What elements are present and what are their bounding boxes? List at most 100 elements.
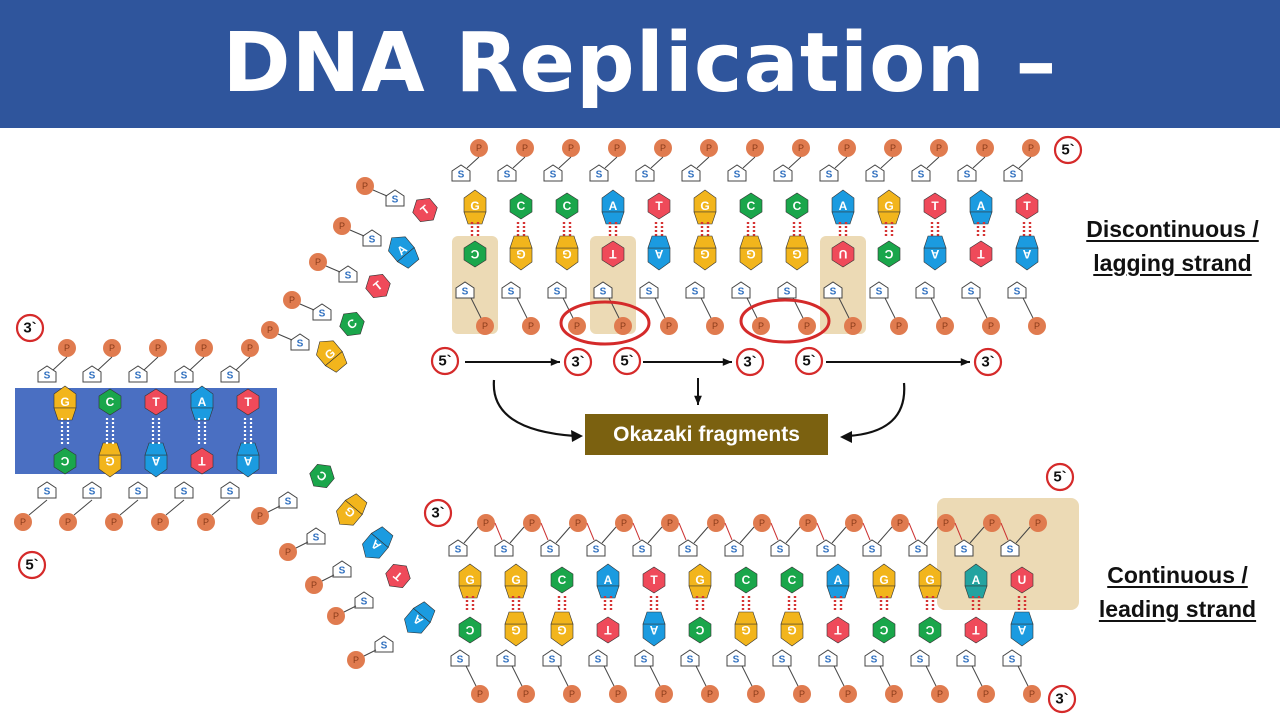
sugar-letter: S — [922, 287, 929, 298]
backbone-bond — [976, 297, 988, 319]
phosphate-group: P — [261, 321, 279, 339]
sugar-ring: S — [497, 164, 517, 182]
fragment-5-prime-marker: 5` — [612, 346, 642, 376]
parent-3-prime-marker: 3` — [15, 313, 45, 343]
phosphate-letter: P — [155, 343, 161, 353]
phosphate-letter: P — [937, 689, 943, 699]
end-marker-label: 3` — [743, 354, 756, 371]
base-letter: T — [972, 623, 980, 637]
end-marker-label: 3` — [23, 320, 36, 337]
unpaired-top-base: G — [316, 340, 348, 373]
sugar-ring: S — [731, 281, 751, 299]
backbone-bond — [465, 665, 477, 687]
phosphate-group: P — [845, 514, 863, 532]
phosphate-group: P — [976, 139, 994, 157]
sugar-ring: S — [543, 164, 563, 182]
sugar-ring: S — [354, 591, 374, 609]
unpaired-bottom-base: A — [362, 526, 394, 559]
okazaki-fragments-box — [585, 414, 828, 455]
phosphate-group: P — [1023, 685, 1041, 703]
leading-new-base: U — [1010, 566, 1034, 594]
leading-template-base: G — [734, 611, 758, 647]
sugar-letter: S — [595, 655, 602, 666]
sugar-letter: S — [825, 655, 832, 666]
phosphate-group: P — [747, 685, 765, 703]
sugar-ring: S — [634, 649, 654, 667]
lagging-new-base: G — [555, 235, 579, 271]
sugar-letter: S — [830, 287, 837, 298]
phosphate-group: P — [562, 139, 580, 157]
end-marker-label: 3` — [1055, 691, 1068, 708]
phosphate-letter: P — [109, 343, 115, 353]
phosphate-group: P — [608, 139, 626, 157]
phosphate-letter: P — [753, 689, 759, 699]
parent-top-base: T — [236, 388, 260, 416]
base-letter: G — [787, 623, 796, 637]
phosphate-letter: P — [568, 143, 574, 153]
end-marker-label: 3` — [431, 505, 444, 522]
backbone-bond — [189, 356, 205, 371]
phosphate-group: P — [149, 339, 167, 357]
phosphate-letter: P — [615, 689, 621, 699]
phosphate-letter: P — [621, 518, 627, 528]
sugar-ring: S — [1007, 281, 1027, 299]
leading-template-base: C — [688, 616, 712, 644]
sugar-ring: S — [961, 281, 981, 299]
phosphate-letter: P — [712, 321, 718, 331]
sugar-letter: S — [44, 487, 51, 498]
phosphate-letter: P — [982, 143, 988, 153]
base-letter: U — [1018, 573, 1027, 587]
backbone-bond — [470, 297, 482, 319]
leading-template-base: T — [964, 616, 988, 644]
backbone-bond — [700, 297, 712, 319]
lagging-strand-label: Discontinuous / lagging strand — [1070, 212, 1275, 280]
leading-new-base: G — [918, 563, 942, 599]
backbone-bond — [1015, 526, 1031, 544]
sugar-ring: S — [374, 635, 394, 653]
base-letter: G — [879, 573, 888, 587]
leading-new-base: C — [550, 566, 574, 594]
base-letter: G — [792, 247, 801, 261]
backbone-bond — [28, 499, 48, 516]
phosphate-group: P — [251, 507, 269, 525]
phosphate-letter: P — [65, 517, 71, 527]
backbone-bond — [969, 526, 985, 544]
leading-new-base: A — [596, 563, 620, 599]
sugar-letter: S — [692, 287, 699, 298]
parent-bottom-base: A — [236, 442, 260, 478]
phosphate-group: P — [333, 217, 351, 235]
sugar-letter: S — [731, 545, 738, 556]
end-marker-label: 5` — [25, 557, 38, 574]
sugar-letter: S — [646, 287, 653, 298]
sugar-letter: S — [135, 487, 142, 498]
leading-new-base: T — [642, 566, 666, 594]
phosphate-group: P — [151, 513, 169, 531]
new-phosphodiester-bond — [908, 522, 917, 541]
sugar-letter: S — [227, 487, 234, 498]
phosphate-letter: P — [943, 518, 949, 528]
parent-bottom-base: G — [98, 442, 122, 478]
new-phosphodiester-bond — [862, 522, 871, 541]
sugar-letter: S — [345, 271, 352, 282]
base-letter: G — [746, 247, 755, 261]
leading-new-base: G — [688, 563, 712, 599]
unpaired-bottom-base: A — [404, 601, 436, 634]
sugar-ring: S — [865, 164, 885, 182]
phosphate-letter: P — [666, 321, 672, 331]
unpaired-bottom-base: T — [385, 564, 411, 588]
unpaired-bottom-base: C — [309, 464, 335, 488]
base-letter: G — [516, 247, 525, 261]
phosphate-group: P — [471, 685, 489, 703]
base-letter: C — [106, 395, 115, 409]
phosphate-letter: P — [942, 321, 948, 331]
end-marker-label: 5` — [802, 353, 815, 370]
sugar-letter: S — [227, 371, 234, 382]
title-banner — [0, 0, 1280, 128]
sugar-letter: S — [181, 371, 188, 382]
page-title: DNA Replication – Elongation — [222, 16, 1058, 239]
phosphate-letter: P — [311, 580, 317, 590]
backbone-bond — [562, 297, 574, 319]
phosphate-letter: P — [1028, 143, 1034, 153]
sugar-letter: S — [503, 655, 510, 666]
parent-bottom-base: T — [190, 447, 214, 475]
